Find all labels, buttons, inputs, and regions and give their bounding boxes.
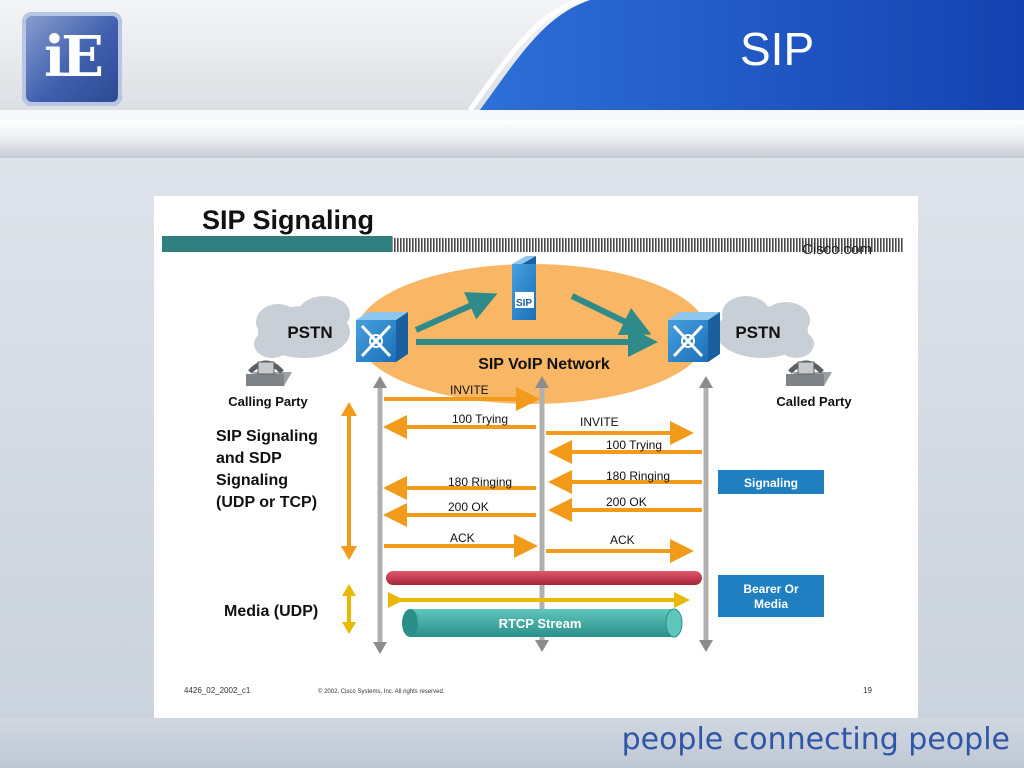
signaling-box (718, 470, 824, 494)
signaling-desc-line-2: and SDP (216, 450, 282, 467)
right-pstn-cloud: PSTN (716, 296, 814, 358)
msg-invite-1: INVITE (450, 383, 489, 397)
msg-ringing-2: 180 Ringing (606, 469, 670, 483)
lifeline-left (373, 376, 387, 654)
bearer-stream-bar (386, 571, 702, 585)
right-cloud-label: PSTN (735, 323, 780, 342)
msg-ok-2: 200 OK (606, 495, 647, 509)
logo-text: iE (44, 24, 104, 90)
signaling-desc-line-3: Signaling (216, 472, 288, 489)
right-gateway-icon (668, 312, 720, 362)
called-party-label: Called Party (776, 394, 852, 409)
bearer-box-line-1: Bearer Or (743, 582, 799, 596)
slide-title: SIP Signaling (202, 205, 374, 235)
msg-invite-2: INVITE (580, 415, 619, 429)
calling-phone-icon (246, 360, 292, 386)
sip-network-area (356, 264, 708, 404)
sip-diagram: SIP Signaling Cisco.com SIP VoIP Network… (162, 205, 904, 695)
tagline: people connecting people (621, 722, 1010, 757)
called-phone-icon (786, 360, 832, 386)
bearer-box (718, 575, 824, 617)
rtcp-stream-pipe: RTCP Stream (402, 608, 683, 638)
msg-trying-1: 100 Trying (452, 412, 508, 426)
slide-footer-copyright: © 2002, Cisco Systems, Inc. All rights r… (318, 688, 445, 695)
slide-page-number: 19 (863, 686, 872, 695)
rtcp-label: RTCP Stream (499, 616, 582, 631)
page-footer: people connecting people (0, 718, 1024, 768)
slide-footer-code: 4426_02_2002_c1 (184, 686, 251, 695)
left-pstn-cloud: PSTN (254, 296, 350, 358)
page-title: SIP (740, 23, 815, 75)
media-range-arrow (342, 584, 356, 634)
ie-logo: iE (22, 12, 122, 106)
msg-ok-1: 200 OK (448, 500, 489, 514)
slide-header: iE SIP (0, 0, 1024, 160)
server-label: SIP (516, 298, 532, 309)
sip-server-icon: SIP (512, 256, 536, 320)
signaling-desc-line-1: SIP Signaling (216, 428, 318, 445)
bearer-box-line-2: Media (754, 597, 788, 611)
sip-signaling-slide: SIP Signaling Cisco.com SIP VoIP Network… (154, 196, 918, 718)
signaling-box-label: Signaling (744, 476, 798, 490)
title-band-solid (162, 236, 400, 252)
left-cloud-label: PSTN (287, 323, 332, 342)
msg-ack-1: ACK (450, 531, 475, 545)
cisco-brand: Cisco.com (802, 241, 872, 258)
title-band-stripes (392, 238, 904, 252)
header-background (0, 0, 1024, 158)
arrow-from-server (570, 293, 652, 335)
calling-party-label: Calling Party (228, 394, 308, 409)
signaling-desc-line-4: (UDP or TCP) (216, 494, 317, 511)
media-label: Media (UDP) (224, 603, 318, 620)
msg-ringing-1: 180 Ringing (448, 475, 512, 489)
left-gateway-icon (356, 312, 408, 362)
arrow-to-server (414, 292, 498, 333)
msg-trying-2: 100 Trying (606, 438, 662, 452)
msg-ack-2: ACK (610, 533, 635, 547)
lifeline-right (699, 376, 713, 652)
network-label: SIP VoIP Network (478, 356, 610, 373)
signaling-range-arrow (341, 402, 357, 560)
